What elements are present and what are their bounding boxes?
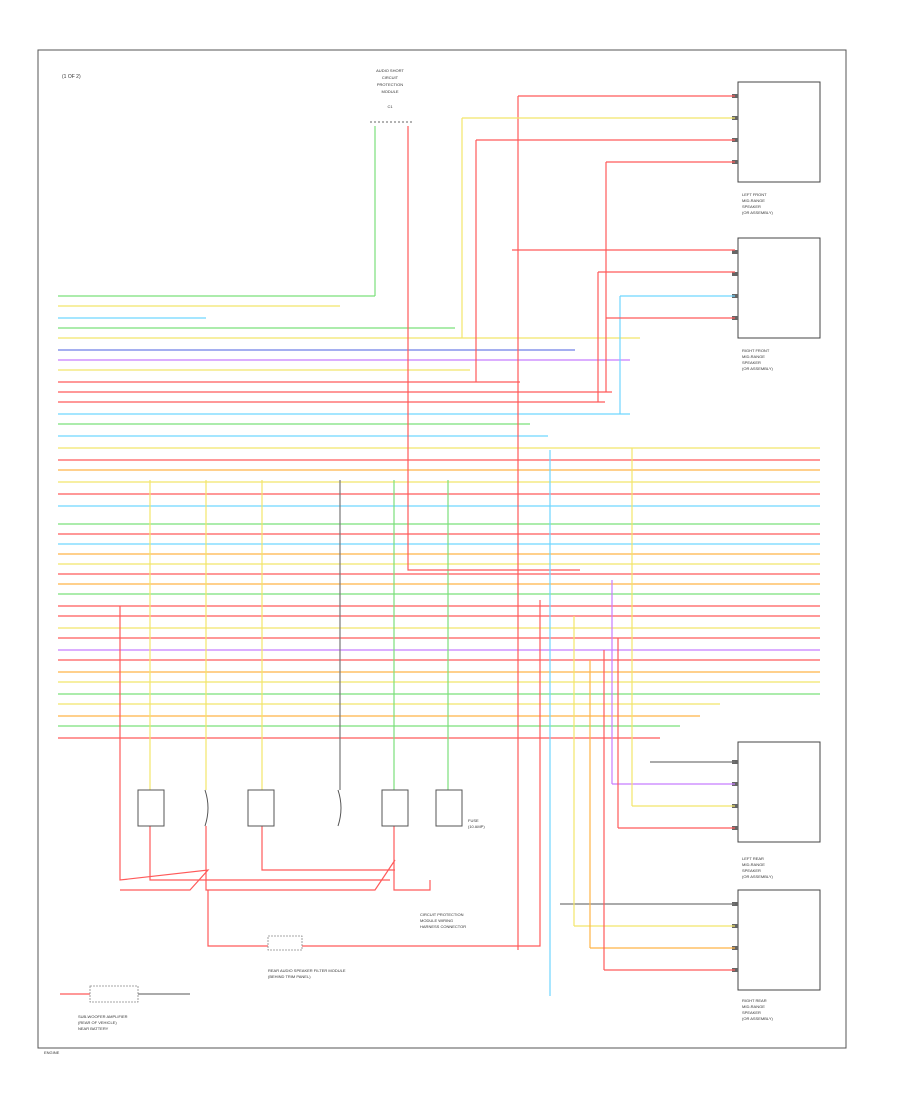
svg-text:REAR AUDIO SPEAKER FILTER MODU: REAR AUDIO SPEAKER FILTER MODULE — [268, 968, 346, 973]
svg-text:LEFT REAR: LEFT REAR — [742, 856, 764, 861]
svg-text:MODULE WIRING: MODULE WIRING — [420, 918, 453, 923]
speaker-lr: LEFT REAR MID-RANGE SPEAKER (OR ASSEMBLY… — [737, 741, 821, 879]
svg-text:MID-RANGE: MID-RANGE — [742, 354, 765, 359]
svg-text:FUSE: FUSE — [468, 818, 479, 823]
svg-text:PROTECTION: PROTECTION — [377, 82, 403, 87]
svg-text:NEAR BATTERY: NEAR BATTERY — [78, 1026, 109, 1031]
speaker-rf: RIGHT FRONT MID-RANGE SPEAKER (OR ASSEMB… — [737, 237, 821, 371]
speaker-terminals — [732, 94, 738, 972]
svg-text:(OR ASSEMBLY): (OR ASSEMBLY) — [742, 366, 773, 371]
svg-text:(OR ASSEMBLY): (OR ASSEMBLY) — [742, 1016, 773, 1021]
svg-text:CIRCUIT: CIRCUIT — [382, 75, 399, 80]
svg-text:HARNESS CONNECTOR: HARNESS CONNECTOR — [420, 924, 466, 929]
top-connector-label: AUDIO SHORT CIRCUIT PROTECTION MODULE C1 — [376, 68, 404, 109]
svg-text:CIRCUIT PROTECTION: CIRCUIT PROTECTION — [420, 912, 464, 917]
wire — [119, 606, 210, 891]
svg-text:SPEAKER: SPEAKER — [742, 360, 761, 365]
svg-text:(REAR OF VEHICLE): (REAR OF VEHICLE) — [78, 1020, 117, 1025]
svg-text:AUDIO SHORT: AUDIO SHORT — [376, 68, 404, 73]
svg-text:SPEAKER: SPEAKER — [742, 868, 761, 873]
svg-text:(BEHIND TRIM PANEL): (BEHIND TRIM PANEL) — [268, 974, 311, 979]
svg-text:MID-RANGE: MID-RANGE — [742, 198, 765, 203]
speaker-rr: RIGHT REAR MID-RANGE SPEAKER (OR ASSEMBL… — [737, 889, 821, 1021]
wire — [393, 826, 431, 891]
diagram-frame — [37, 49, 847, 1049]
corner-label: (1 OF 2) — [62, 74, 81, 80]
svg-text:SUB-WOOFER AMPLIFIER: SUB-WOOFER AMPLIFIER — [78, 1014, 128, 1019]
wire — [407, 126, 580, 571]
wire — [149, 826, 390, 881]
wire — [207, 890, 268, 947]
subwoofer-module: SUB-WOOFER AMPLIFIER (REAR OF VEHICLE) N… — [78, 985, 139, 1031]
fuse-block: FUSE (10 AMP) — [137, 789, 485, 829]
svg-text:MODULE: MODULE — [381, 89, 398, 94]
bottom-tag: ENGINE — [44, 1050, 60, 1055]
svg-text:SPEAKER: SPEAKER — [742, 204, 761, 209]
svg-text:MID-RANGE: MID-RANGE — [742, 1004, 765, 1009]
wire — [205, 826, 396, 891]
svg-text:(10 AMP): (10 AMP) — [468, 824, 485, 829]
svg-text:(OR ASSEMBLY): (OR ASSEMBLY) — [742, 874, 773, 879]
svg-text:SPEAKER: SPEAKER — [742, 1010, 761, 1015]
wire-bundle — [58, 95, 820, 996]
wire — [261, 826, 395, 871]
filter-module: REAR AUDIO SPEAKER FILTER MODULE (BEHIND… — [267, 935, 346, 979]
wire — [302, 600, 541, 947]
svg-text:RIGHT FRONT: RIGHT FRONT — [742, 348, 770, 353]
svg-text:MID-RANGE: MID-RANGE — [742, 862, 765, 867]
svg-text:RIGHT REAR: RIGHT REAR — [742, 998, 767, 1003]
svg-text:(OR ASSEMBLY): (OR ASSEMBLY) — [742, 210, 773, 215]
svg-text:C1: C1 — [387, 104, 393, 109]
center-note: CIRCUIT PROTECTION MODULE WIRING HARNESS… — [420, 912, 466, 929]
svg-text:LEFT FRONT: LEFT FRONT — [742, 192, 767, 197]
speaker-lf: LEFT FRONT MID-RANGE SPEAKER (OR ASSEMBL… — [737, 81, 821, 215]
